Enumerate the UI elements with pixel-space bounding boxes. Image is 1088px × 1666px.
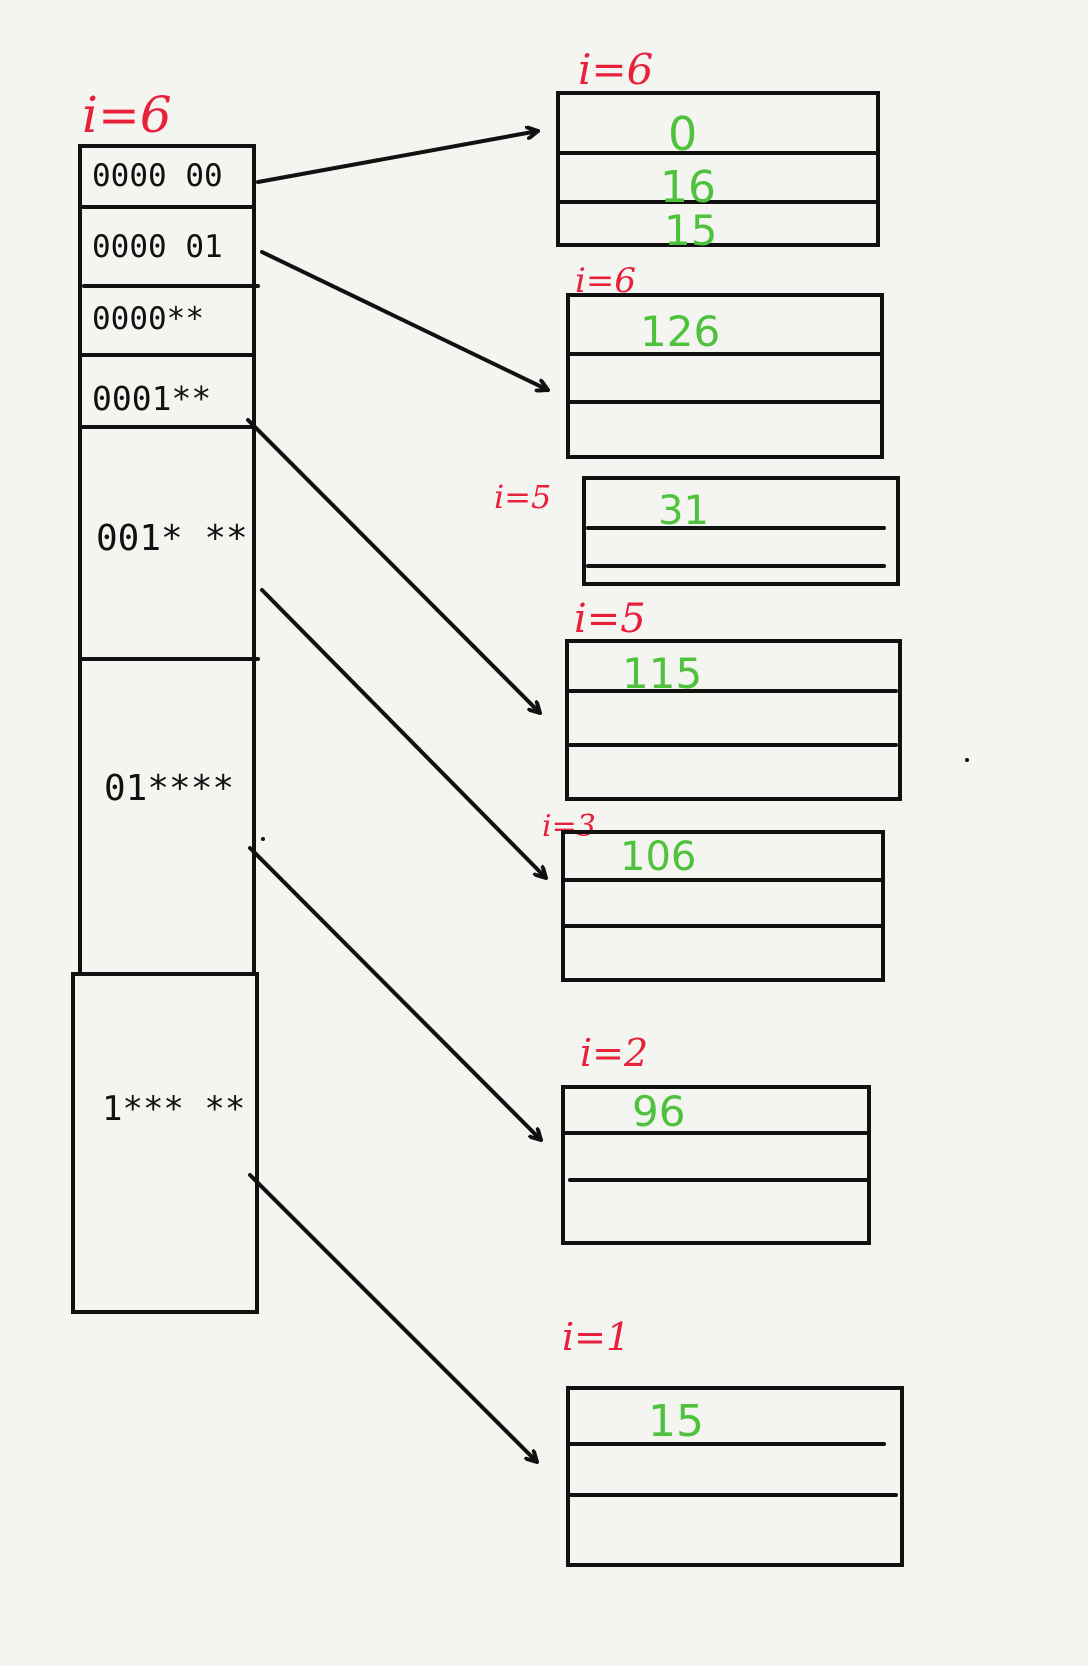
directory-entry-000001: 0000 01 bbox=[92, 229, 223, 265]
bucket-1: i=6 0 16 15 bbox=[556, 45, 880, 255]
bucket-3-depth-label: i=5 bbox=[494, 478, 551, 516]
bucket-7-depth-label: i=1 bbox=[562, 1315, 630, 1359]
directory-entry-0000xx: 0000** bbox=[92, 301, 204, 337]
directory-upper-outline bbox=[78, 144, 256, 976]
directory-entry-0001xx: 0001** bbox=[92, 379, 211, 418]
bucket-2: i=6 126 bbox=[566, 261, 884, 459]
bucket-3-outline bbox=[582, 476, 900, 586]
arrow-001xxx-to-bucket-5 bbox=[260, 588, 548, 880]
directory-entry-1xxxxx: 1*** ** bbox=[102, 1089, 245, 1129]
ink-dot bbox=[261, 837, 265, 841]
bucket-6: i=2 96 bbox=[561, 1031, 871, 1245]
bucket-5: i=3 106 bbox=[542, 809, 885, 982]
bucket-4: i=5 115 bbox=[565, 596, 902, 801]
bucket-5-value: 106 bbox=[620, 834, 696, 880]
bucket-4-value: 115 bbox=[622, 649, 702, 698]
bucket-4-depth-label: i=5 bbox=[574, 596, 646, 642]
directory-table: 0000 00 0000 01 0000** 0001** 001* ** 01… bbox=[71, 144, 260, 1314]
bucket-6-value: 96 bbox=[632, 1087, 685, 1136]
arrow-000000-to-bucket-1 bbox=[256, 131, 540, 184]
arrow-01xxxx-to-bucket-6 bbox=[248, 846, 543, 1142]
bucket-2-outline bbox=[566, 293, 884, 459]
pointer-arrows bbox=[246, 131, 550, 1464]
bucket-1-depth-label: i=6 bbox=[578, 45, 653, 94]
bucket-6-depth-label: i=2 bbox=[580, 1031, 648, 1075]
bucket-1-value: 0 bbox=[668, 107, 697, 161]
directory-entry-001xxx: 001* ** bbox=[96, 518, 248, 559]
bucket-1-value: 16 bbox=[660, 162, 716, 213]
arrow-0001xx-to-bucket-4 bbox=[246, 418, 542, 715]
bucket-3: i=5 31 bbox=[494, 476, 900, 586]
directory-entry-000000: 0000 00 bbox=[92, 158, 223, 194]
bucket-7-outline bbox=[566, 1386, 904, 1567]
directory-depth-label: i=6 bbox=[82, 86, 172, 144]
bucket-6-outline bbox=[561, 1085, 871, 1245]
bucket-1-outline bbox=[556, 91, 880, 247]
bucket-2-value: 126 bbox=[640, 307, 720, 356]
bucket-5-depth-label: i=3 bbox=[542, 809, 596, 844]
bucket-7: i=1 15 bbox=[562, 1315, 904, 1567]
bucket-7-value: 15 bbox=[648, 1396, 704, 1447]
bucket-5-outline bbox=[561, 830, 885, 982]
arrow-000001-to-bucket-2 bbox=[260, 250, 550, 390]
bucket-3-value: 31 bbox=[658, 488, 709, 534]
ink-dot bbox=[965, 758, 969, 762]
bucket-4-outline bbox=[565, 639, 902, 801]
bucket-1-value: 15 bbox=[664, 206, 717, 255]
arrow-1xxxxx-to-bucket-7 bbox=[248, 1173, 539, 1464]
directory-lower-outline bbox=[71, 972, 259, 1314]
directory-entry-01xxxx: 01**** bbox=[104, 768, 234, 809]
